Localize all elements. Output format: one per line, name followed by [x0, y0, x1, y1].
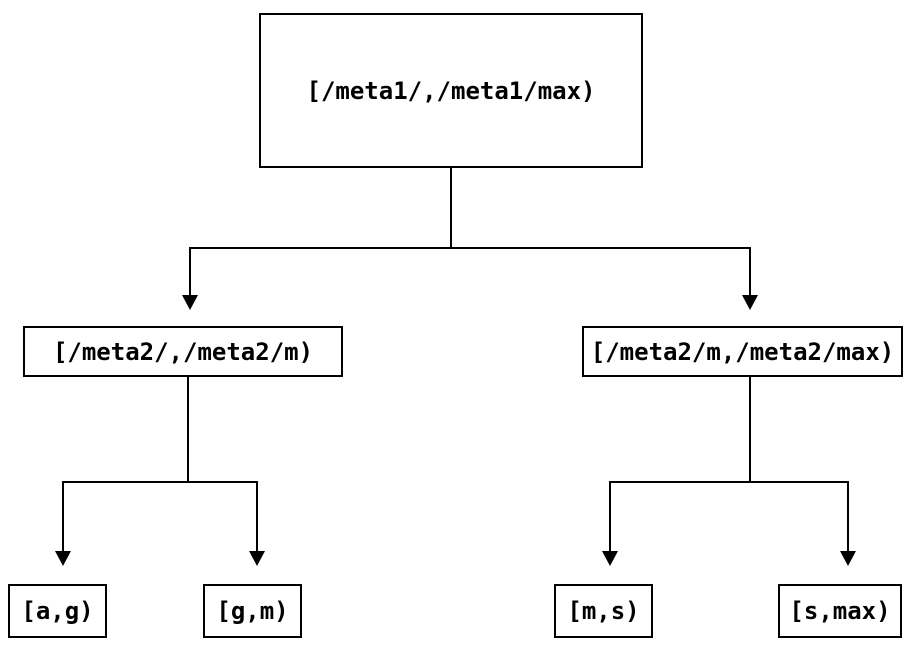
- edge-meta2low-to-leaves: [62, 377, 258, 552]
- node-leaf-range-gm: [g,m): [203, 584, 302, 638]
- node-meta2-low-range: [/meta2/,/meta2/m): [23, 326, 343, 377]
- edge-root-to-level2: [189, 168, 751, 296]
- arrowhead-leaf-gm: [249, 551, 265, 566]
- node-meta2-high-range: [/meta2/m,/meta2/max): [582, 326, 903, 377]
- arrowhead-right-level2: [742, 295, 758, 310]
- arrowhead-leaf-ms: [602, 551, 618, 566]
- arrowhead-leaf-ag: [55, 551, 71, 566]
- node-root-meta1-range: [/meta1/,/meta1/max): [259, 13, 643, 168]
- arrowhead-leaf-smax: [840, 551, 856, 566]
- node-leaf-range-ag: [a,g): [8, 584, 107, 638]
- arrowhead-left-level2: [182, 295, 198, 310]
- edge-meta2high-to-leaves: [609, 377, 849, 552]
- node-leaf-range-ms: [m,s): [554, 584, 653, 638]
- node-leaf-range-smax: [s,max): [778, 584, 902, 638]
